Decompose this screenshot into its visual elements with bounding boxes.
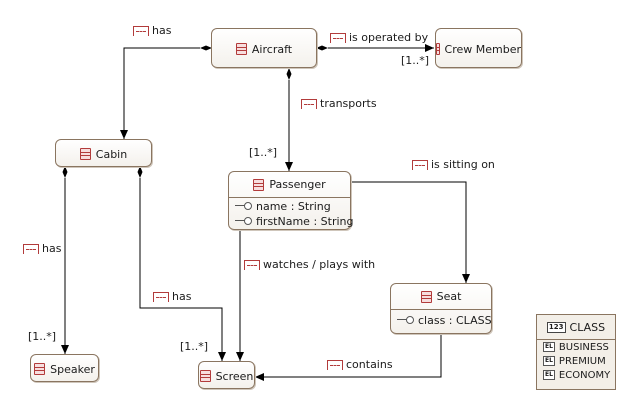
reference-label-cabin-speaker[interactable]: has [23,242,61,255]
enum-literal-icon: EL [543,356,555,366]
enum-literal[interactable]: EL PREMIUM [537,354,615,368]
edge-passenger-seat[interactable] [350,181,470,283]
attribute-icon [397,316,414,324]
multiplicity-aircraft-passenger: [1..*] [249,146,278,159]
enum-literal[interactable]: EL ECONOMY [537,368,615,382]
class-screen[interactable]: Screen [198,361,255,389]
reference-icon [133,25,149,36]
class-icon [436,43,440,55]
enum-class[interactable]: 123 CLASS EL BUSINESS EL PREMIUM EL ECON… [536,314,616,390]
reference-icon [327,359,343,370]
class-icon [34,363,46,375]
class-icon [235,43,247,55]
enum-name: CLASS [569,320,606,334]
class-name: Seat [436,290,462,303]
multiplicity-cabin-screen: [1..*] [180,340,209,353]
reference-label-aircraft-crew[interactable]: is operated by [330,31,428,44]
class-name: Cabin [95,147,128,161]
reference-label-aircraft-passenger[interactable]: transports [301,97,377,110]
class-seat[interactable]: Seat class : CLASS [390,283,492,334]
edge-cabin-screen[interactable] [137,166,226,361]
edge-cabin-speaker[interactable] [61,166,69,354]
edge-seat-screen[interactable] [255,334,442,381]
class-icon [199,370,211,382]
composition-diamond [286,68,292,80]
composition-diamond [137,166,143,178]
class-speaker[interactable]: Speaker [30,354,99,382]
composition-diamond [316,45,328,51]
attribute-row[interactable]: class : CLASS [397,313,492,327]
class-icon [79,148,91,160]
edge-aircraft-crew[interactable] [316,44,434,52]
enum-literal-label: ECONOMY [558,369,611,381]
attribute-row[interactable]: name : String [235,199,331,213]
reference-icon [244,259,260,270]
class-name: Passenger [269,178,326,191]
reference-label-cabin-screen[interactable]: has [153,290,191,303]
class-name: Speaker [50,362,95,376]
enum-icon: 123 [546,321,566,333]
enum-literal-label: PREMIUM [558,355,606,367]
class-icon [420,290,432,303]
attribute-label: class : CLASS [418,313,492,327]
class-crew-member[interactable]: Crew Member [435,28,522,68]
attribute-row[interactable]: firstName : String [235,214,353,228]
class-name: Screen [215,369,254,383]
edge-aircraft-passenger[interactable] [285,68,293,171]
reference-icon [412,159,428,170]
composition-diamond [200,45,212,51]
enum-literal-icon: EL [543,342,555,352]
reference-icon [23,243,39,254]
class-name: Crew Member [444,42,521,56]
attribute-label: name : String [256,199,331,213]
edge-aircraft-cabin[interactable] [120,45,212,140]
reference-label-seat-screen[interactable]: contains [327,358,393,371]
reference-label-passenger-seat[interactable]: is sitting on [412,158,495,171]
composition-diamond [62,166,68,178]
reference-icon [330,32,346,43]
enum-literal-icon: EL [543,370,555,380]
reference-icon [153,291,169,302]
attribute-label: firstName : String [256,214,354,228]
attribute-icon [235,202,252,210]
multiplicity-aircraft-crew: [1..*] [401,54,430,67]
multiplicity-cabin-speaker: [1..*] [28,330,57,343]
class-icon [253,178,265,191]
enum-literal[interactable]: EL BUSINESS [537,340,615,354]
enum-literal-label: BUSINESS [558,341,609,353]
reference-label-passenger-screen[interactable]: watches / plays with [244,258,375,271]
class-aircraft[interactable]: Aircraft [211,28,317,68]
class-passenger[interactable]: Passenger name : String firstName : Stri… [228,171,353,230]
reference-icon [301,98,317,109]
class-name: Aircraft [251,42,293,56]
reference-label-aircraft-cabin[interactable]: has [133,24,171,37]
class-cabin[interactable]: Cabin [55,139,152,167]
attribute-icon [235,217,252,225]
